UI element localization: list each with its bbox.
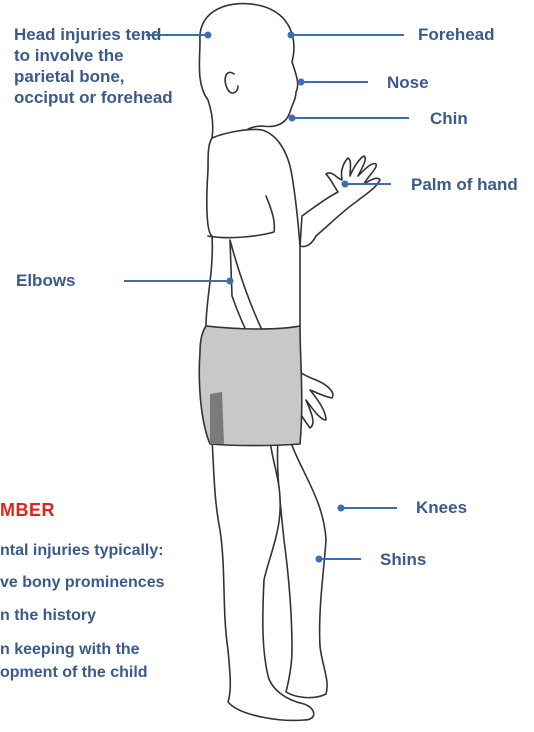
label-palm-of-hand: Palm of hand	[411, 174, 518, 195]
label-elbows: Elbows	[16, 270, 76, 291]
shorts-shadow	[210, 392, 224, 444]
remember-item: n keeping with the	[0, 640, 140, 660]
head	[199, 4, 297, 138]
label-knees: Knees	[416, 497, 467, 518]
label-chin: Chin	[430, 108, 468, 129]
label-nose: Nose	[387, 72, 429, 93]
remember-item: opment of the child	[0, 663, 148, 683]
back-leg	[277, 440, 327, 698]
label-forehead: Forehead	[418, 24, 495, 45]
remember-item: n the history	[0, 606, 96, 626]
shirt	[206, 129, 300, 329]
raised-arm	[300, 156, 380, 247]
head-injuries-note: Head injuries tend to involve the pariet…	[14, 24, 174, 108]
label-shins: Shins	[380, 549, 426, 570]
remember-item: ve bony prominences	[0, 573, 165, 593]
remember-intro: ntal injuries typically:	[0, 541, 164, 561]
remember-heading: MBER	[0, 500, 55, 521]
